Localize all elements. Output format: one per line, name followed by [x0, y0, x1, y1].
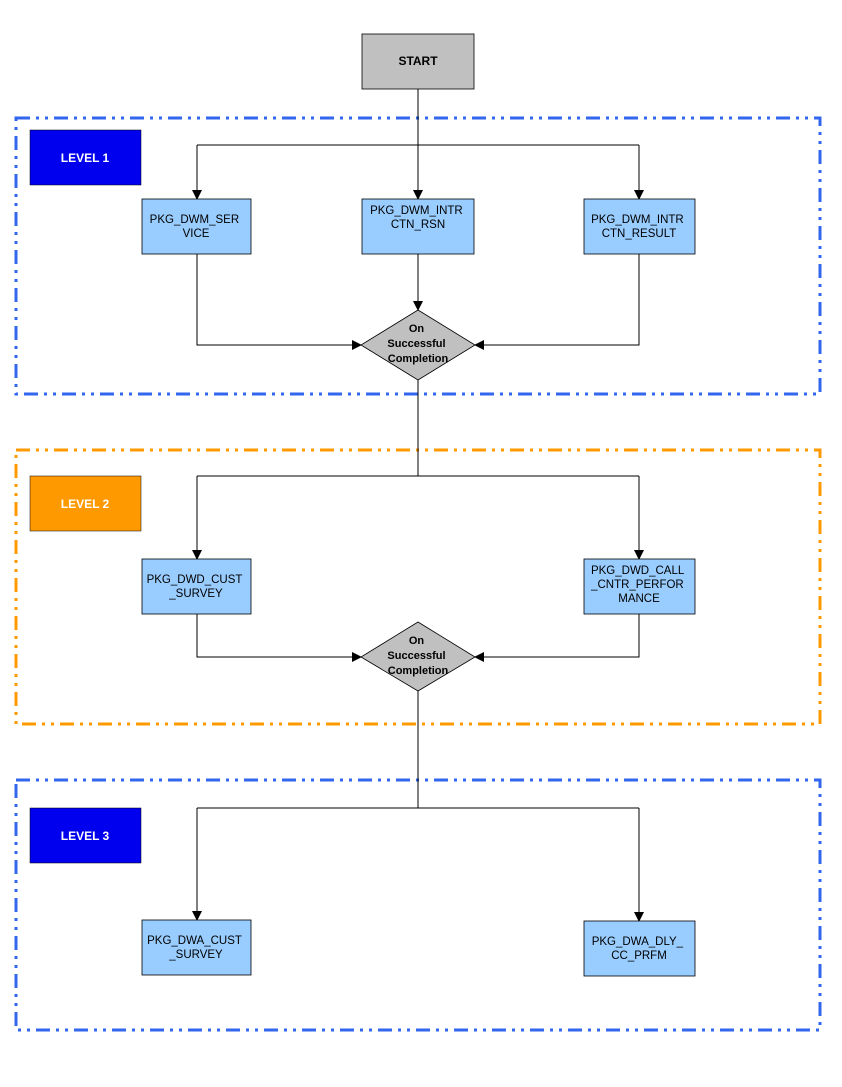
- start-label: START: [398, 54, 438, 68]
- package-line: PKG_DWA_DLY_: [592, 936, 684, 948]
- package-pkg-dwd-call-cntr-performance: PKG_DWD_CALL _CNTR_PERFOR MANCE: [583, 558, 696, 615]
- svg-text:PKG_DWA_CUST _SURVEY: PKG_DWA_CUST _SURVEY: [147, 935, 245, 961]
- package-pkg-dwa-cust-survey: PKG_DWA_CUST _SURVEY: [141, 919, 252, 976]
- package-line: CTN_RSN: [391, 219, 445, 231]
- start-node: START: [361, 33, 475, 90]
- decision-line: Completion: [388, 665, 449, 677]
- package-pkg-dwm-intrctn-result: PKG_DWM_INTR CTN_RESULT: [583, 198, 696, 255]
- package-line: CC_PRFM: [611, 950, 667, 962]
- svg-text:On Successful Comp: On Successful Completion: [387, 635, 448, 677]
- decision-line: On: [409, 323, 425, 335]
- decision-line: Successful: [387, 650, 445, 662]
- level-3-text: LEVEL 3: [61, 829, 110, 843]
- decision-line: Completion: [388, 353, 449, 365]
- connectors: [192, 89, 644, 922]
- decision-line: On: [409, 635, 425, 647]
- package-line: PKG_DWD_CALL: [591, 565, 685, 577]
- package-line: MANCE: [618, 593, 660, 605]
- package-pkg-dwa-dly-cc-prfm: PKG_DWA_DLY_ CC_PRFM: [583, 920, 696, 977]
- decision-2: On Successful Completion: [360, 621, 476, 692]
- decision-line: Successful: [387, 338, 445, 350]
- package-line: _SURVEY: [168, 949, 223, 961]
- package-line: PKG_DWA_CUST: [147, 935, 242, 947]
- svg-text:On Successful Comp: On Successful Completion: [387, 323, 448, 365]
- svg-text:PKG_DWD_CUST _SURVEY: PKG_DWD_CUST _SURVEY: [147, 574, 246, 600]
- decision-1: On Successful Completion: [360, 309, 476, 381]
- package-line: PKG_DWM_INTR: [370, 205, 463, 217]
- level-1-text: LEVEL 1: [61, 151, 110, 165]
- package-line: PKG_DWM_SER: [150, 214, 239, 226]
- svg-text:PKG_DWA_DLY_ CC_PRFM: PKG_DWA_DLY_ CC_PRFM: [592, 936, 687, 962]
- package-pkg-dwm-intrctn-rsn: PKG_DWM_INTR CTN_RSN: [361, 198, 475, 255]
- package-line: VICE: [183, 228, 210, 240]
- package-pkg-dwm-service: PKG_DWM_SER VICE: [141, 198, 252, 255]
- package-line: CTN_RESULT: [602, 228, 677, 240]
- level-2-text: LEVEL 2: [61, 497, 110, 511]
- level-1-label: LEVEL 1: [29, 129, 142, 186]
- package-pkg-dwd-cust-survey: PKG_DWD_CUST _SURVEY: [141, 558, 252, 615]
- package-line: _CNTR_PERFOR: [590, 579, 684, 591]
- svg-text:PKG_DWM_SER VICE: PKG_DWM_SER VICE: [150, 214, 243, 240]
- package-line: _SURVEY: [168, 588, 223, 600]
- level-2-label: LEVEL 2: [29, 475, 142, 532]
- package-line: PKG_DWM_INTR: [591, 214, 684, 226]
- svg-text:PKG_DWM_INTR CTN_RSN: PKG_DWM_INTR CTN_RSN: [370, 205, 466, 231]
- svg-text:PKG_DWM_INTR CTN_RESULT: PKG_DWM_INTR CTN_RESULT: [591, 214, 687, 240]
- package-line: PKG_DWD_CUST: [147, 574, 243, 586]
- svg-text:PKG_DWD_CALL _CNTR_PERFO: PKG_DWD_CALL _CNTR_PERFOR MANCE: [590, 565, 687, 605]
- level-3-label: LEVEL 3: [29, 807, 142, 864]
